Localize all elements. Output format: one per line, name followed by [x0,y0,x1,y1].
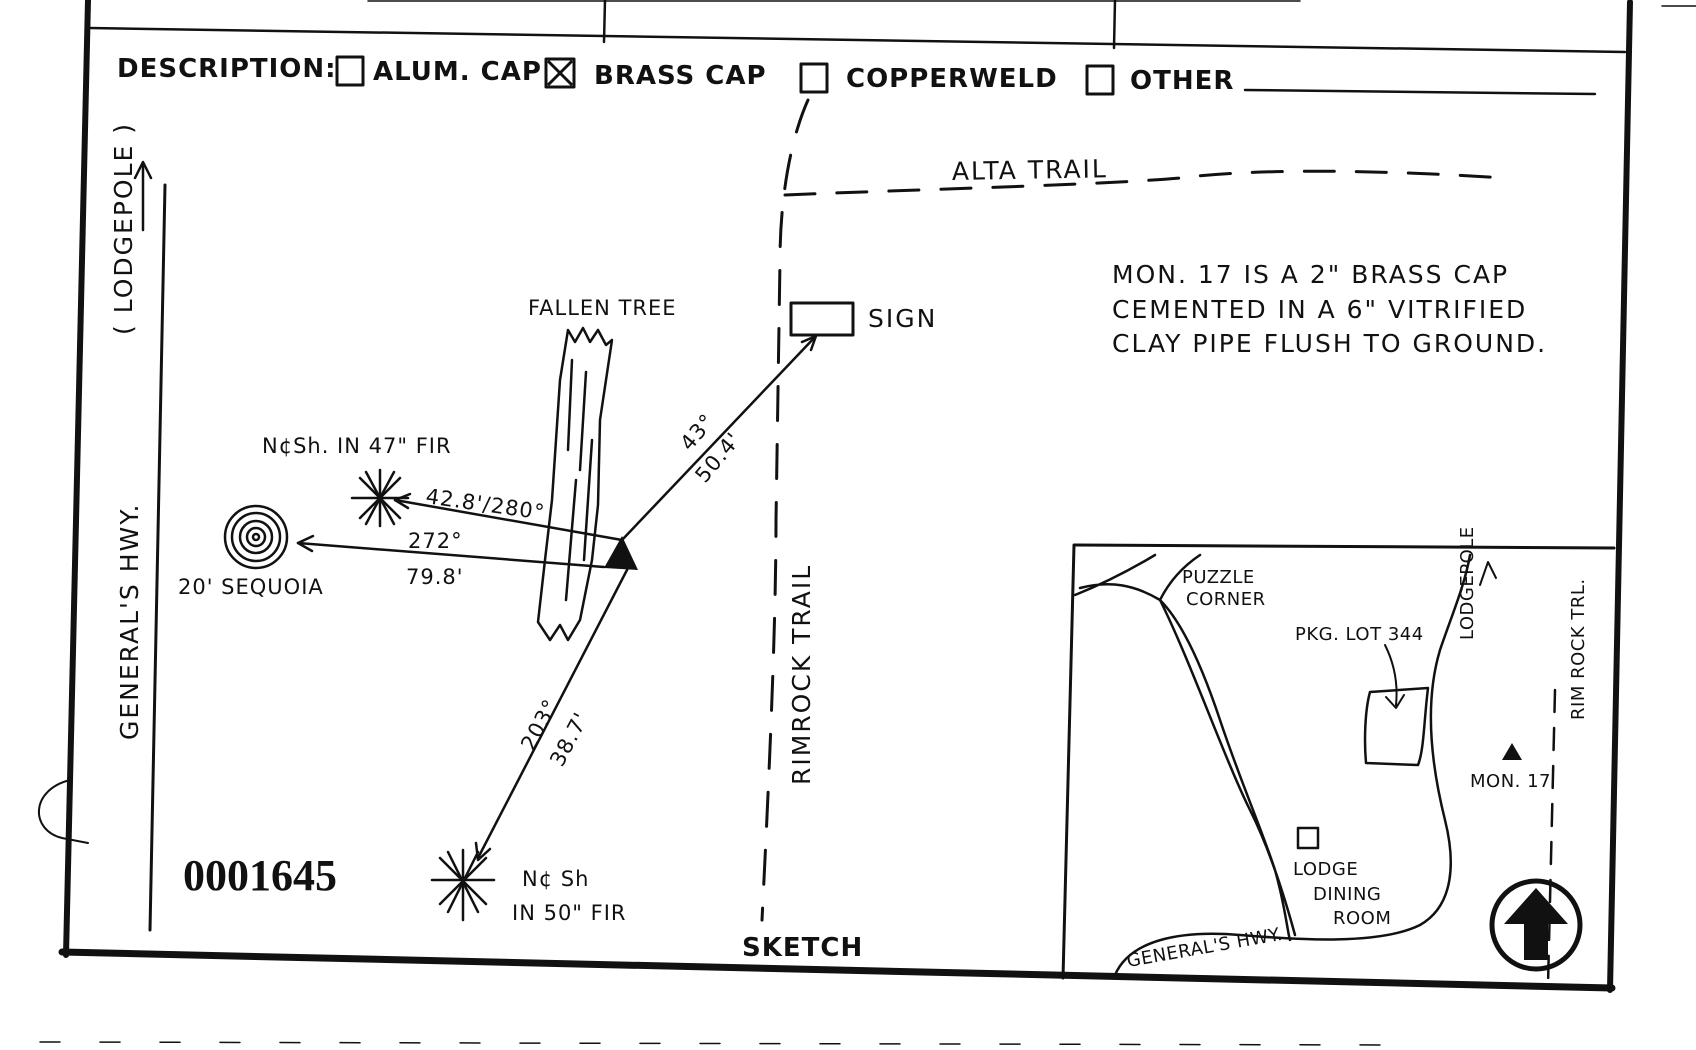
sequoia-icon [223,504,289,570]
inset-lodge-line1: LODGE [1293,859,1358,880]
inset-lodge-line2: DINING [1313,884,1381,905]
inset-pkg-lot-label: PKG. LOT 344 [1295,624,1424,645]
monument-note-line-3: CLAY PIPE FLUSH TO GROUND. [1112,329,1547,358]
tie-line-fir47 [393,498,624,542]
brass-cap-check-mark [547,60,573,86]
alum-cap-label: ALUM. CAP [373,57,542,87]
fir-47-label: N¢Sh. IN 47" FIR [262,434,452,458]
alta-trail-label: ALTA TRAIL [952,154,1108,186]
inset-road-left [1073,553,1297,942]
fir-47-icon [350,468,410,528]
inset-lodge-icon [1296,826,1320,850]
brass-cap-label: BRASS CAP [594,61,767,91]
inset-puzzle-corner-line1: PUZZLE [1182,567,1255,588]
description-row: DESCRIPTION: ALUM. CAP BRASS CAP COPPERW… [117,54,1597,96]
tie-line-sign [620,335,817,542]
inset-generals-hwy-label: GENERAL'S HWY. [1125,924,1284,972]
inset-rim-rock-trail [1546,688,1557,987]
brass-cap-checkbox[interactable] [544,57,576,89]
fallen-tree-icon [536,326,614,642]
inset-puzzle-corner-line2: CORNER [1186,589,1266,610]
monument-note-line-2: CEMENTED IN A 6" VITRIFIED [1112,295,1527,324]
fallen-tree-label: FALLEN TREE [528,296,677,320]
generals-hwy-label: GENERAL'S HWY. [115,503,144,740]
alum-cap-checkbox[interactable] [335,55,365,87]
sequoia-label: 20' SEQUOIA [178,575,324,599]
fir-50-icon [430,848,496,922]
inset-mon17-label: MON. 17 [1470,771,1551,792]
tie-line-sequoia [296,541,606,569]
lodgepole-label: ( LODGEPOLE ) [109,122,138,335]
monument-icon [604,536,638,570]
other-checkbox[interactable] [1085,64,1115,96]
inset-lodgepole-label: LODGEPOLE [1457,526,1478,640]
description-label: DESCRIPTION: [117,54,337,84]
scan-artifacts [39,5,1696,1046]
monument-note-line-1: MON. 17 IS A 2" BRASS CAP [1112,260,1509,289]
rimrock-trail-line [760,98,810,922]
copperweld-checkbox[interactable] [799,62,829,94]
sign-icon [789,301,855,337]
tie-fir47-label: 42.8'/280° [424,484,546,524]
sign-label: SIGN [868,304,937,333]
inset-lodge-line3: ROOM [1333,908,1391,929]
other-label: OTHER [1130,66,1234,96]
tie-sequoia-angle: 272° [408,529,463,553]
fir-50-label-line2: IN 50" FIR [512,901,627,925]
alta-trail-line [783,169,1507,197]
form-frame [37,0,1633,993]
north-arrow-icon [1489,878,1583,972]
rimrock-trail-label: RIMROCK TRAIL [787,564,816,785]
inset-road-generals [1113,553,1472,977]
inset-rim-rock-trl-label: RIM ROCK TRL. [1568,578,1589,720]
tie-sequoia-distance: 79.8' [406,565,464,589]
fir-50-label-line1: N¢ Sh [522,867,589,891]
main-sketch: ( LODGEPOLE ) GENERAL'S HWY. ALTA TRAIL … [109,98,1547,963]
record-number: 0001645 [183,851,337,900]
inset-map: GENERAL'S HWY. PUZZLE CORNER LODGEPOLE P… [1061,526,1616,987]
copperweld-label: COPPERWELD [846,64,1058,94]
inset-monument-icon [1502,743,1522,760]
other-fill-line[interactable] [1243,88,1597,96]
inset-parking-lot [1363,686,1430,767]
tie-line-fir50 [476,566,630,860]
sketch-caption: SKETCH [742,933,863,963]
